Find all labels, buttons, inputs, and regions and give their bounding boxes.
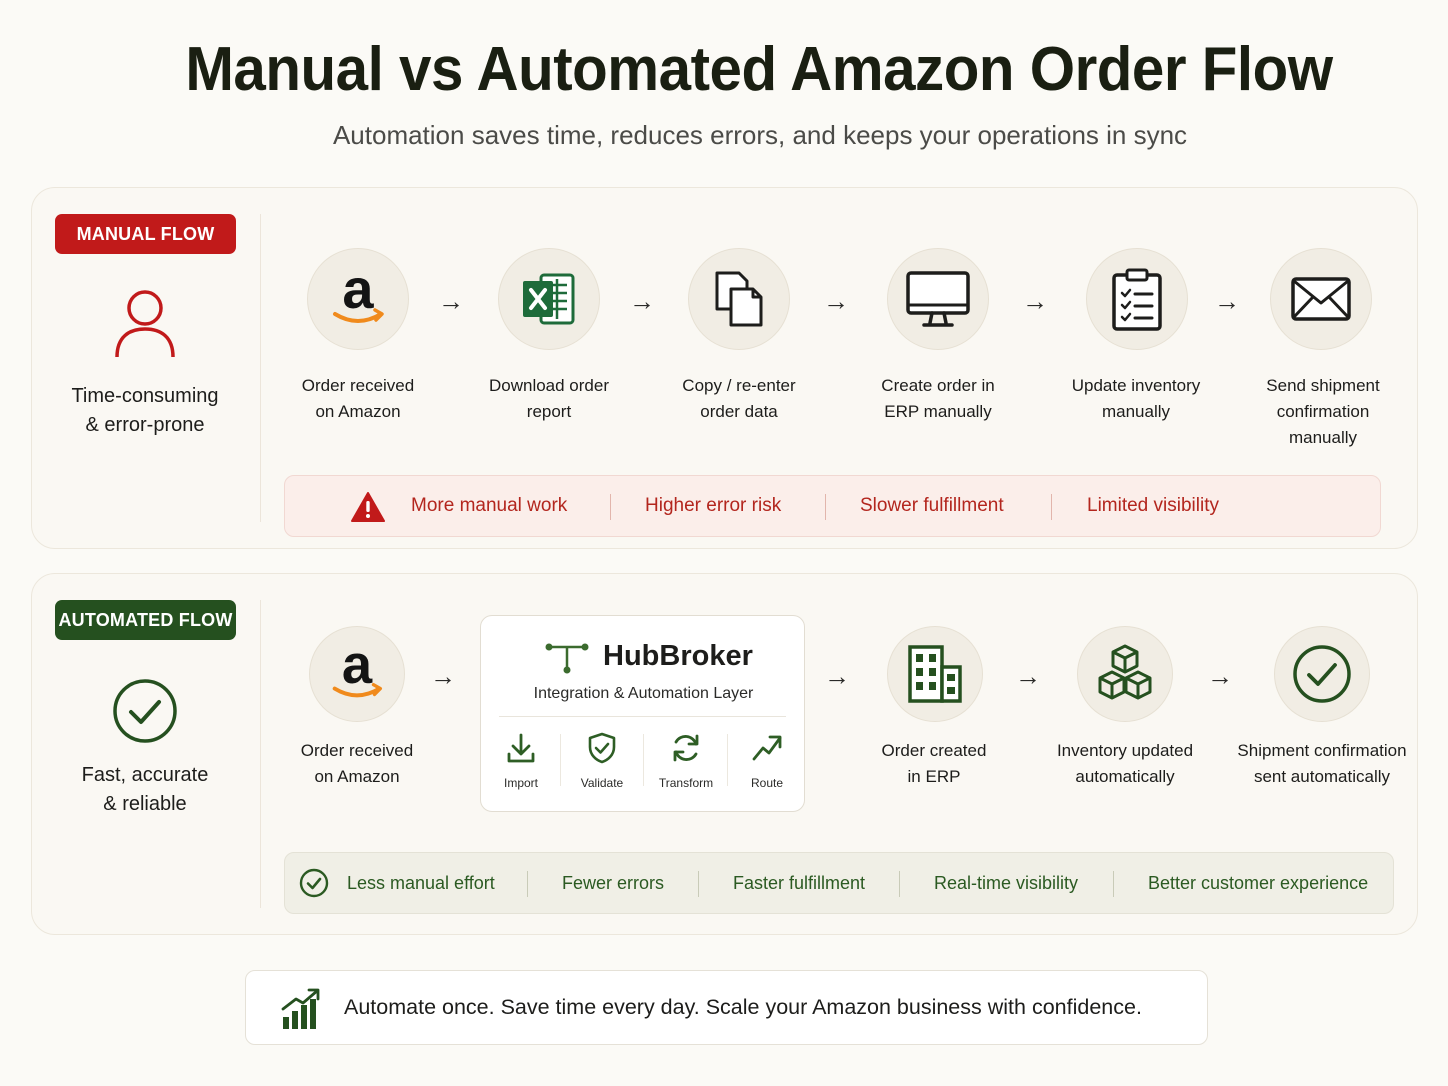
svg-text:a: a (342, 264, 374, 320)
benefit-separator (1113, 871, 1114, 897)
arrow-right-icon: → (430, 661, 456, 691)
hub-separator (727, 734, 728, 786)
person-icon (112, 288, 178, 358)
arrow-right-icon: → (823, 286, 849, 316)
issue-item: More manual work (411, 495, 568, 516)
arrow-right-icon: → (629, 286, 655, 316)
arrow-right-icon: → (1022, 286, 1048, 316)
issue-separator (1051, 494, 1052, 520)
download-icon (481, 730, 561, 766)
issue-item: Higher error risk (645, 495, 782, 516)
amazon-logo-icon: a (309, 626, 405, 722)
envelope-icon (1270, 248, 1372, 350)
amazon-logo-icon: a (307, 248, 409, 350)
hub-operation-transform: Transform (646, 730, 726, 790)
hub-separator (643, 734, 644, 786)
manual-issues-bar: More manual work Higher error risk Slowe… (284, 475, 1381, 537)
benefit-separator (698, 871, 699, 897)
benefit-item: Faster fulfillment (733, 873, 866, 893)
arrow-right-icon: → (1207, 661, 1233, 691)
manual-flow-panel: MANUAL FLOW Time-consuming & error-prone… (31, 187, 1418, 549)
hub-separator (560, 734, 561, 786)
svg-text:a: a (342, 640, 373, 695)
benefit-item: Less manual effort (347, 873, 495, 893)
benefit-item: Better customer experience (1148, 873, 1369, 893)
issue-item: Limited visibility (1087, 495, 1219, 516)
automated-summary: Fast, accurate & reliable (81, 764, 209, 815)
hubbroker-subtitle: Integration & Automation Layer (533, 685, 754, 702)
panel-divider (260, 600, 261, 908)
refresh-icon (646, 730, 726, 766)
hub-operation-route: Route (727, 730, 807, 790)
shield-check-icon (562, 730, 642, 766)
benefit-item: Fewer errors (562, 873, 665, 893)
hub-divider (499, 716, 786, 717)
footer-banner: Automate once. Save time every day. Scal… (245, 970, 1208, 1045)
excel-icon (498, 248, 600, 350)
growth-chart-icon (280, 987, 322, 1036)
hub-operation-import: Import (481, 730, 561, 790)
monitor-icon (887, 248, 989, 350)
page-title: Manual vs Automated Amazon Order Flow (185, 35, 1333, 104)
arrow-right-icon: → (1214, 286, 1240, 316)
check-circle-icon (299, 868, 329, 903)
benefit-separator (527, 871, 528, 897)
manual-flow-badge: MANUAL FLOW (55, 214, 236, 254)
automated-flow-panel: AUTOMATED FLOW Fast, accurate & reliable… (31, 573, 1418, 935)
issue-item: Slower fulfillment (860, 495, 1004, 516)
benefit-separator (899, 871, 900, 897)
hubbroker-card: HubBroker Integration & Automation Layer… (480, 615, 805, 812)
hub-operation-validate: Validate (562, 730, 642, 790)
issue-separator (610, 494, 611, 520)
page-subtitle: Automation saves time, reduces errors, a… (332, 120, 1188, 150)
arrow-right-icon: → (1015, 661, 1041, 691)
hubbroker-name: HubBroker (603, 640, 753, 672)
copy-icon (688, 248, 790, 350)
trend-arrow-icon (727, 730, 807, 766)
hubbroker-logo-icon (545, 640, 589, 679)
check-circle-icon (1274, 626, 1370, 722)
arrow-right-icon: → (438, 286, 464, 316)
panel-divider (260, 214, 261, 522)
warning-icon (351, 491, 385, 528)
building-icon (887, 626, 983, 722)
arrow-right-icon: → (824, 661, 850, 691)
automated-flow-badge: AUTOMATED FLOW (55, 600, 236, 640)
manual-summary: Time-consuming & error-prone (71, 385, 219, 436)
automated-benefits-bar: Less manual effort Fewer errors Faster f… (284, 852, 1394, 914)
footer-tagline: Automate once. Save time every day. Scal… (344, 995, 1142, 1019)
issue-separator (825, 494, 826, 520)
benefit-item: Real-time visibility (934, 873, 1079, 893)
clipboard-checklist-icon (1086, 248, 1188, 350)
cubes-icon (1077, 626, 1173, 722)
check-circle-icon (112, 676, 178, 746)
